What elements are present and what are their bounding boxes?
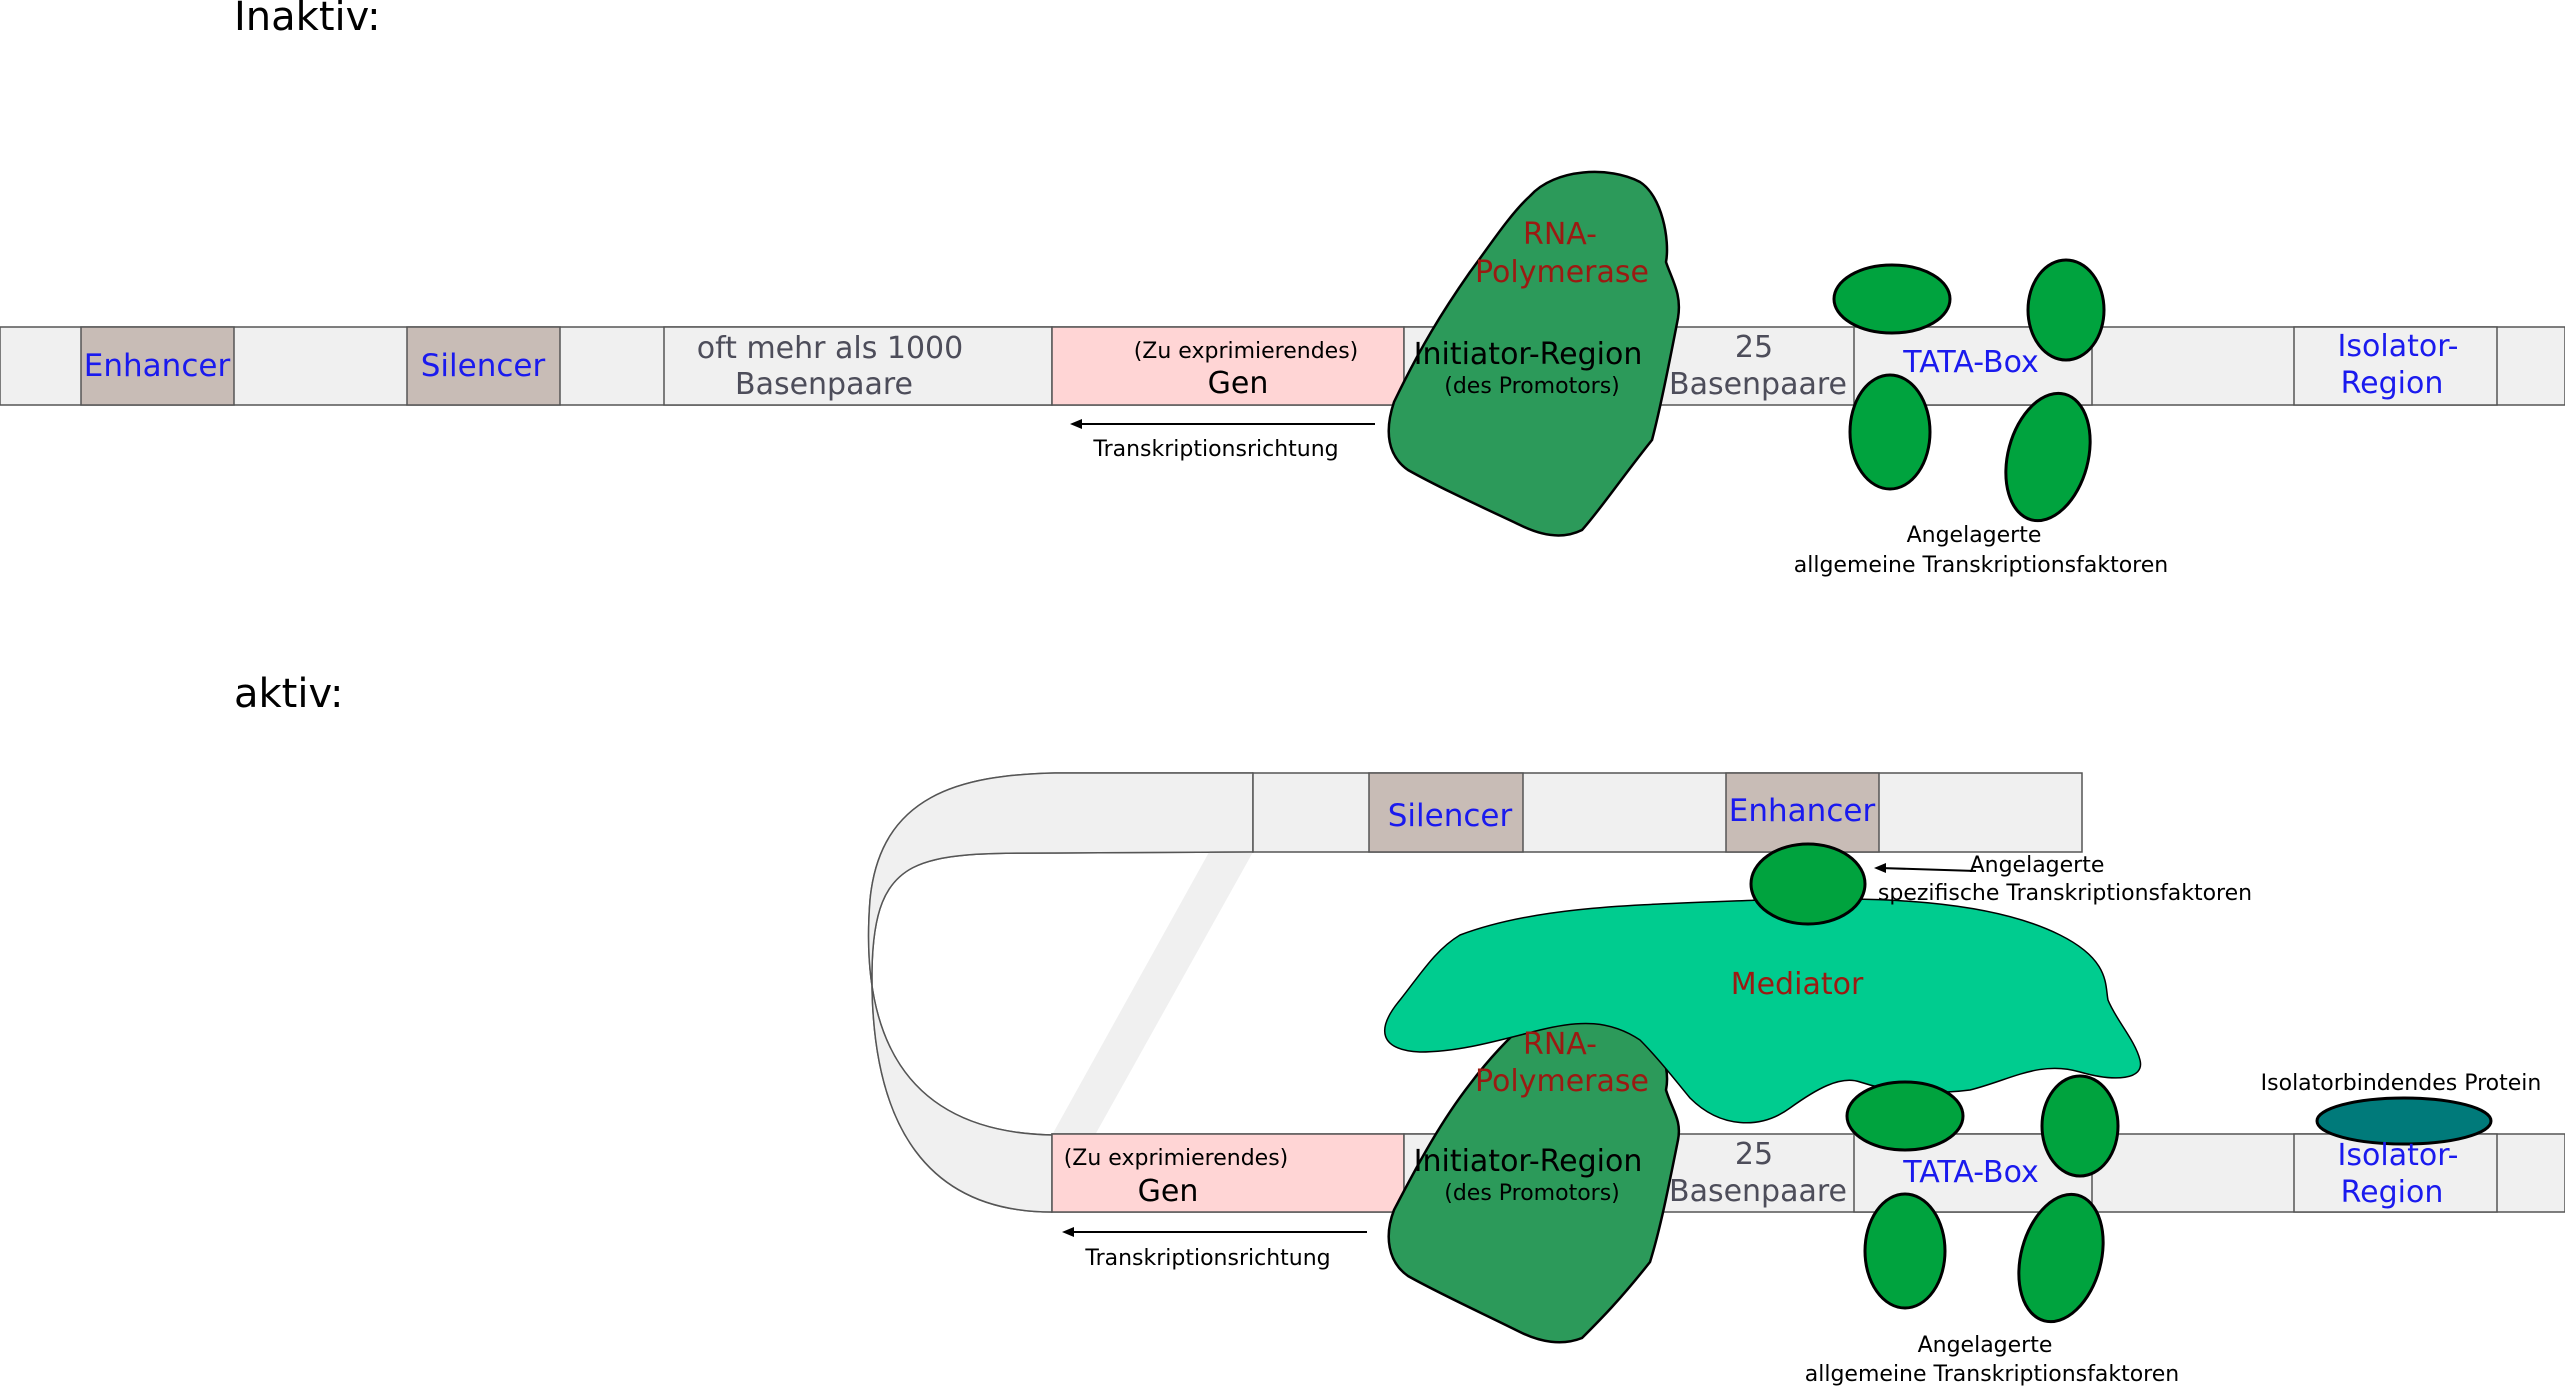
initiator-label-line1: Initiator-Region — [1414, 1144, 1643, 1179]
silencer-box — [1368, 772, 1524, 853]
spacer-box — [663, 326, 1053, 406]
general-transcription-factors — [1832, 258, 2106, 523]
bp-label-line2: Basenpaare — [1669, 367, 1847, 402]
bp-label-line2: Basenpaare — [1669, 1174, 1847, 1209]
polymerase-label-line1: RNA- — [1523, 1027, 1597, 1062]
gene-label-line2: Gen — [1208, 366, 1269, 401]
isolator-binding-protein-ellipse — [2315, 1096, 2493, 1146]
polymerase-label-line2: Polymerase — [1475, 255, 1649, 290]
arrowhead-icon — [1062, 1227, 1074, 1237]
specific-tf-arrow — [1879, 867, 1977, 872]
initiator-label-line2: (des Promotors) — [1444, 1181, 1620, 1206]
arrowhead-icon — [1874, 863, 1886, 873]
gene-label-line1: (Zu exprimierendes) — [1064, 1146, 1289, 1171]
silencer-box — [406, 326, 561, 406]
isolator-box — [2293, 1133, 2498, 1213]
gtf-label-line1: Angelagerte — [1918, 1333, 2053, 1358]
specific-tf-label-line2: spezifische Transkriptionsfaktoren — [1878, 881, 2252, 906]
isolator-protein-label: Isolatorbindendes Protein — [2261, 1071, 2542, 1096]
isolator-label-line1: Isolator- — [2338, 1138, 2459, 1173]
polymerase-label-line2: Polymerase — [1475, 1064, 1649, 1099]
active-upper-dna-strand — [1252, 772, 2083, 853]
gene-label-line2: Gen — [1138, 1174, 1199, 1209]
transcription-factor-ellipse — [1848, 373, 1932, 491]
transcription-direction-label: Transkriptionsrichtung — [1092, 437, 1338, 462]
dna-loop-outline — [867, 772, 1254, 1213]
transcription-factor-ellipse — [2017, 1192, 2105, 1324]
tata-label: TATA-Box — [1902, 1155, 2039, 1190]
enhancer-box — [80, 326, 235, 406]
specific-transcription-factor-ellipse — [1749, 842, 1867, 926]
spacer-label-line1: oft mehr als 1000 — [697, 331, 963, 366]
specific-tf-label-line1: Angelagerte — [1970, 853, 2105, 878]
isolator-box — [2293, 326, 2498, 406]
gtf-label-line1: Angelagerte — [1907, 523, 2042, 548]
isolator-label-line2: Region — [2341, 1175, 2444, 1210]
mediator-label: Mediator — [1731, 967, 1864, 1002]
silencer-label: Silencer — [421, 348, 546, 384]
initiator-label-line1: Initiator-Region — [1414, 337, 1643, 372]
bp-label-line1: 25 — [1735, 330, 1773, 365]
enhancer-box — [1725, 772, 1880, 853]
bp-label-line1: 25 — [1735, 1137, 1773, 1172]
transcription-factor-ellipse — [1863, 1192, 1947, 1310]
gtf-label-line2: allgemeine Transkriptionsfaktoren — [1805, 1362, 2179, 1386]
isolator-label-line1: Isolator- — [2338, 329, 2459, 364]
heading-inactive: Inaktiv: — [234, 0, 381, 40]
transcription-factor-ellipse — [1832, 263, 1952, 335]
transcription-factor-ellipse — [2040, 1074, 2120, 1178]
gtf-label-line2: allgemeine Transkriptionsfaktoren — [1794, 553, 2168, 578]
tata-label: TATA-Box — [1902, 345, 2039, 380]
rna-polymerase-shape — [1387, 170, 1681, 537]
general-transcription-factors — [1845, 1074, 2120, 1324]
gene-box — [1051, 326, 1405, 406]
enhancer-label: Enhancer — [1729, 793, 1876, 829]
silencer-label: Silencer — [1388, 798, 1513, 834]
enhancer-label: Enhancer — [84, 348, 231, 384]
heading-active: aktiv: — [234, 671, 343, 717]
transcription-factor-ellipse — [2004, 391, 2092, 523]
spacer-label-line2: Basenpaare — [735, 367, 913, 402]
polymerase-label-line1: RNA- — [1523, 217, 1597, 252]
transcription-factor-ellipse — [1845, 1080, 1965, 1152]
arrowhead-icon — [1070, 419, 1082, 429]
initiator-label-line2: (des Promotors) — [1444, 374, 1620, 399]
isolator-label-line2: Region — [2341, 366, 2444, 401]
transcription-factor-ellipse — [2026, 258, 2106, 362]
gene-label-line1: (Zu exprimierendes) — [1134, 339, 1359, 364]
transcription-direction-label: Transkriptionsrichtung — [1084, 1246, 1330, 1271]
